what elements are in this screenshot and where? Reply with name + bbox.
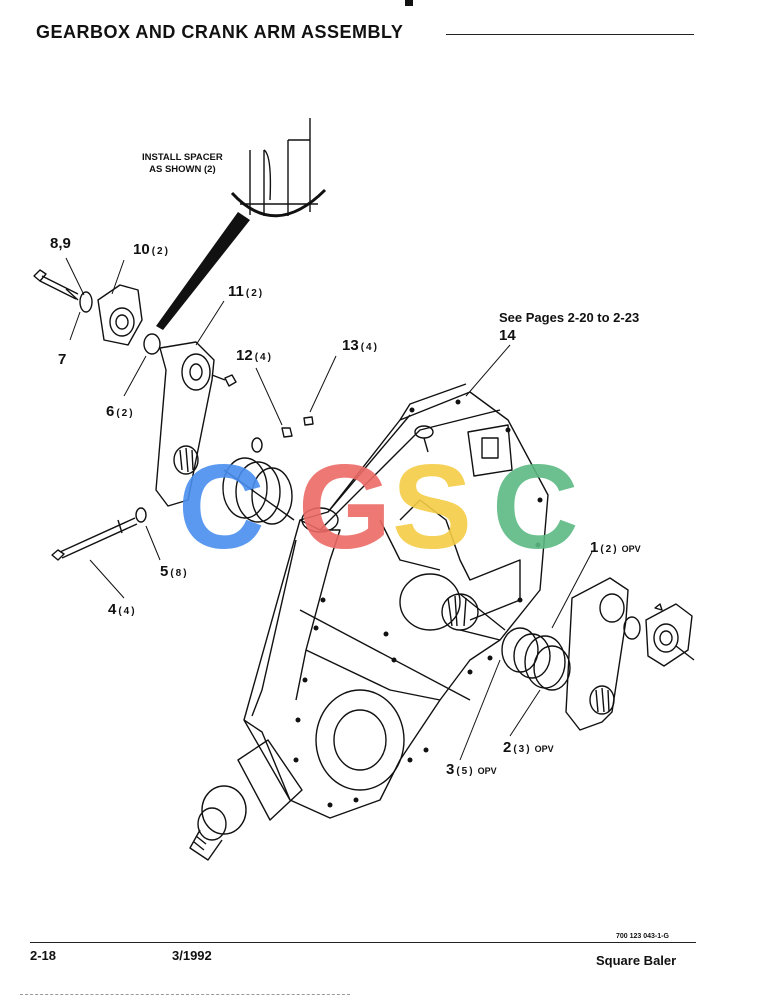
crank-arm-11-left bbox=[155, 341, 237, 507]
spacer-detail-inset bbox=[156, 118, 327, 330]
top-edge-mark bbox=[405, 0, 413, 6]
callout-8-9: 8,9 bbox=[50, 235, 71, 252]
washer-5 bbox=[135, 507, 147, 523]
callout-4: 4(4) bbox=[108, 601, 137, 618]
leader-lines bbox=[65, 257, 593, 761]
spacer-detail-note: INSTALL SPACER AS SHOWN (2) bbox=[142, 152, 223, 176]
callout-10: 10(2) bbox=[133, 241, 170, 258]
reference-note: See Pages 2-20 to 2-23 bbox=[499, 310, 640, 325]
nuts-12-13 bbox=[251, 416, 314, 453]
callout-5: 5(8) bbox=[160, 563, 189, 580]
callout-1: 1(2)OPV bbox=[590, 539, 641, 556]
watermark-letter-c1: C bbox=[178, 440, 265, 574]
watermark-cgsc: C G S C bbox=[178, 440, 579, 574]
spacer-6 bbox=[143, 333, 161, 355]
callout-11: 11(2) bbox=[228, 283, 265, 300]
watermark-letter-s: S bbox=[392, 440, 472, 574]
bolt-8-9 bbox=[33, 269, 79, 301]
callout-6: 6(2) bbox=[106, 403, 135, 420]
page-title: GEARBOX AND CRANK ARM ASSEMBLY bbox=[36, 22, 404, 42]
bearing-flange-10 bbox=[97, 284, 143, 346]
watermark-letter-c2: C bbox=[492, 440, 579, 574]
callout-12: 12(4) bbox=[236, 347, 273, 364]
callout-14: 14 bbox=[499, 327, 516, 344]
footer-rule bbox=[30, 942, 696, 943]
watermark-letter-g: G bbox=[298, 440, 391, 574]
callout-7: 7 bbox=[58, 351, 67, 368]
callout-13: 13(4) bbox=[342, 337, 379, 354]
detail-note-line1: INSTALL SPACER bbox=[142, 152, 223, 163]
detail-note-line2: AS SHOWN (2) bbox=[149, 164, 216, 175]
springs-right bbox=[501, 627, 571, 691]
product-name: Square Baler bbox=[596, 953, 677, 968]
callout-2: 2(3)OPV bbox=[503, 739, 554, 756]
callout-3: 3(5)OPV bbox=[446, 761, 497, 778]
publication-date: 3/1992 bbox=[172, 948, 212, 963]
crank-arm-1-right bbox=[565, 577, 695, 731]
gearbox-housing-14 bbox=[189, 383, 549, 861]
washer-7 bbox=[79, 291, 93, 313]
page-number: 2-18 bbox=[30, 948, 57, 963]
scan-artifact bbox=[20, 994, 350, 995]
bolt-4 bbox=[51, 517, 138, 561]
housing-bolts bbox=[293, 399, 543, 808]
title-rule bbox=[446, 34, 694, 35]
springs-left bbox=[222, 457, 295, 525]
document-code: 700 123 043-1-G bbox=[616, 933, 669, 940]
